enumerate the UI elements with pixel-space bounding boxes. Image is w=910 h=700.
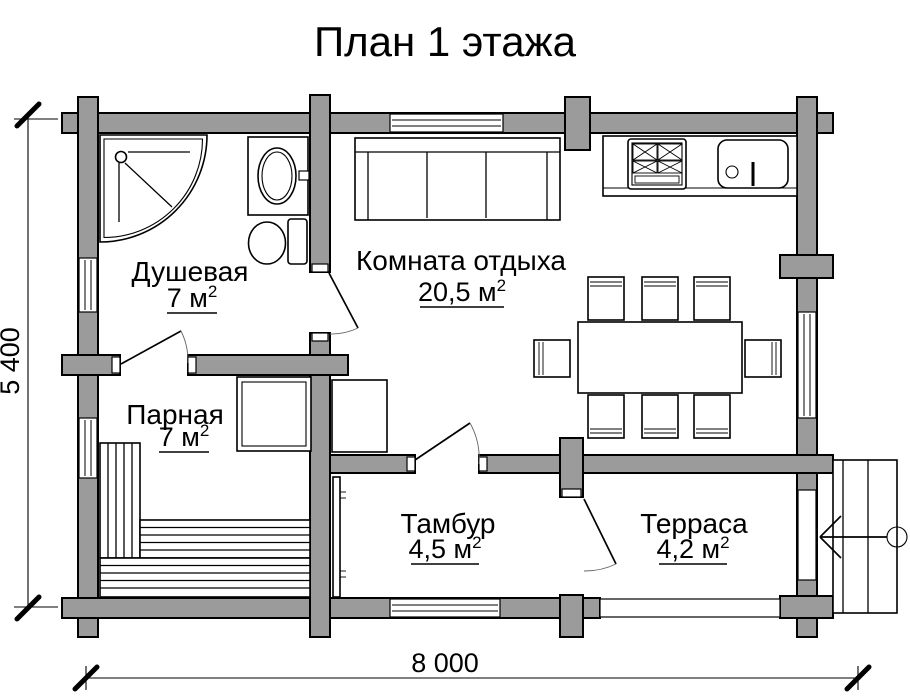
dimension-vertical: 5 400 bbox=[0, 101, 58, 622]
dim-tick bbox=[72, 664, 100, 692]
room-name: Тамбур bbox=[400, 508, 495, 539]
kitchen-sink bbox=[717, 139, 789, 189]
chair bbox=[693, 276, 731, 321]
jamb bbox=[561, 488, 582, 498]
dim-tick bbox=[14, 101, 42, 129]
dim-height-label: 5 400 bbox=[0, 327, 25, 395]
washbasin bbox=[247, 136, 310, 216]
dimension-horizontal: 8 000 bbox=[72, 648, 872, 692]
door-steam-room bbox=[120, 330, 189, 365]
bench-slats bbox=[140, 526, 310, 551]
room-name: Парная bbox=[126, 399, 223, 430]
burner-icons bbox=[632, 143, 683, 174]
room-label-terrace: Терраса 4,2 м2 bbox=[640, 508, 748, 565]
windows bbox=[78, 113, 817, 618]
door-terrace bbox=[583, 498, 617, 572]
toilet bbox=[247, 218, 308, 265]
entry-arrow bbox=[819, 515, 908, 559]
room-label-vestibule: Тамбур 4,5 м2 bbox=[400, 508, 496, 565]
stove bbox=[627, 138, 687, 190]
jamb bbox=[111, 356, 121, 374]
dining-table bbox=[577, 321, 743, 394]
jamb bbox=[406, 456, 416, 472]
coat-rack bbox=[332, 476, 346, 598]
jamb bbox=[311, 263, 329, 273]
room-area: 20,5 м2 bbox=[418, 276, 506, 307]
doors bbox=[120, 272, 617, 572]
room-name: Душевая bbox=[132, 256, 249, 287]
interior-wall-shower-main bbox=[187, 354, 349, 376]
faucet-icon bbox=[298, 170, 310, 181]
window-left-steam bbox=[78, 417, 98, 479]
dim-width-label: 8 000 bbox=[411, 648, 479, 678]
terrace-edge-railing bbox=[599, 598, 781, 618]
chair bbox=[641, 276, 679, 321]
dim-tick bbox=[14, 594, 42, 622]
chair bbox=[587, 394, 625, 439]
room-label-steam: Парная 7 м2 bbox=[126, 399, 224, 453]
sauna-stove bbox=[236, 376, 312, 452]
vestibule-terrace-wall-stub bbox=[559, 437, 584, 498]
wall-caps bbox=[111, 263, 582, 498]
log-joint-bottom-right bbox=[779, 595, 834, 619]
window-right-restroom bbox=[797, 311, 817, 419]
window-bottom-vestibule bbox=[389, 598, 501, 618]
interior-wall-shower-stub bbox=[61, 354, 121, 376]
chair bbox=[641, 394, 679, 439]
shower-head-icon bbox=[114, 150, 128, 164]
vestibule-terrace-wall-bottom bbox=[559, 594, 584, 638]
jamb bbox=[478, 456, 488, 472]
steam-benches bbox=[99, 442, 311, 598]
window-left-shower bbox=[78, 257, 98, 313]
interior-wall-vestibule-left bbox=[329, 454, 416, 474]
room-name: Терраса bbox=[640, 508, 748, 539]
stove-handle bbox=[634, 175, 680, 184]
room-label-restroom: Комната отдыха 20,5 м2 bbox=[356, 245, 566, 308]
chair bbox=[533, 339, 571, 378]
interior-wall-vestibule-right bbox=[478, 454, 834, 474]
drain-icon bbox=[725, 165, 739, 179]
room-area: 7 м2 bbox=[159, 421, 210, 452]
log-joint-right bbox=[779, 254, 834, 279]
plan-title: План 1 этажа bbox=[314, 18, 577, 65]
sofa bbox=[354, 137, 561, 221]
interior-wall-vertical-upper bbox=[309, 94, 331, 273]
room-area: 7 м2 bbox=[167, 282, 218, 313]
window-top-restroom bbox=[389, 113, 504, 133]
log-joint-top bbox=[564, 96, 591, 151]
kitchen-counter bbox=[602, 135, 798, 197]
room-area: 4,2 м2 bbox=[656, 533, 729, 564]
bench-slats bbox=[100, 564, 310, 589]
interior-wall-vertical-lower bbox=[309, 332, 331, 638]
dining-group bbox=[533, 276, 782, 439]
chair bbox=[587, 276, 625, 321]
shower-cabin bbox=[99, 134, 208, 243]
room-area: 4,5 м2 bbox=[408, 533, 481, 564]
toilet-tank bbox=[287, 218, 308, 265]
bench-slats bbox=[107, 443, 133, 558]
terrace-entry-opening bbox=[797, 489, 817, 581]
jamb bbox=[311, 332, 329, 342]
toilet-bowl bbox=[247, 221, 287, 265]
door-shower-room bbox=[328, 272, 359, 335]
jamb bbox=[187, 356, 197, 374]
cabinet bbox=[331, 379, 388, 453]
room-label-shower: Душевая 7 м2 bbox=[132, 256, 249, 314]
dim-tick bbox=[844, 664, 872, 692]
room-name: Комната отдыха bbox=[356, 245, 566, 276]
door-vestibule bbox=[414, 422, 480, 465]
chair bbox=[693, 394, 731, 439]
chair bbox=[744, 339, 782, 378]
